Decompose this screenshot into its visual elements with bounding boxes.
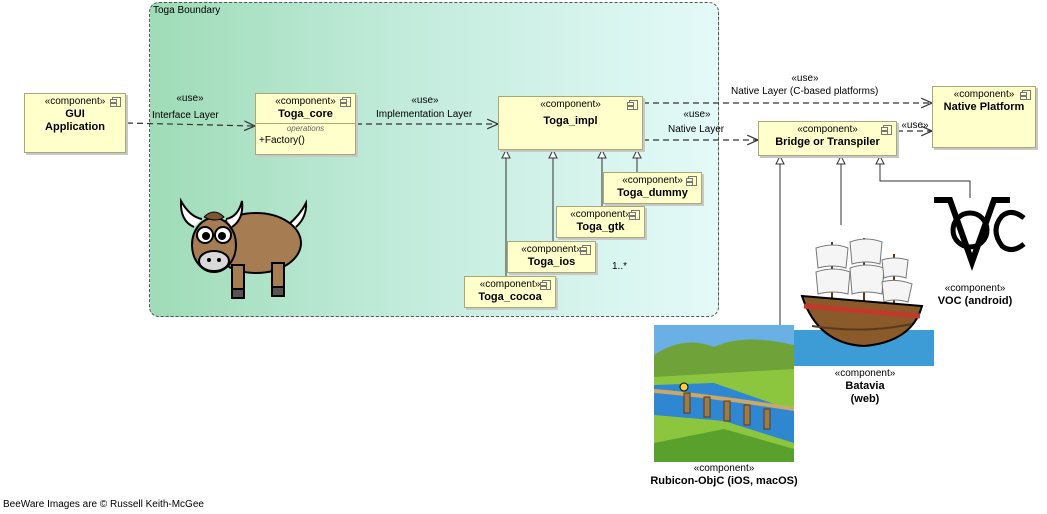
component-voc[interactable]: «component» VOC (android) [920,283,1030,308]
component-name: Toga_ios [527,256,576,268]
component-rubicon[interactable]: «component» Rubicon-ObjC (iOS, macOS) [640,463,808,488]
component-gui-application[interactable]: «component» GUI Application [24,93,126,153]
operation-item: +Factory() [259,135,305,146]
component-name: Bridge or Transpiler [775,136,880,148]
rubicon-bridge-icon [654,325,794,462]
stereotype-label: «component» [44,96,106,107]
stereotype-label: «component» [479,279,541,290]
interface-layer-dependency [126,123,255,126]
use-label: «use» [901,120,929,131]
stereotype-label: «component» [693,463,755,474]
component-name: Toga_dummy [617,187,688,199]
component-name: Toga_gtk [576,221,625,233]
generalization-arrowhead [775,154,785,165]
component-name: VOC (android) [937,295,1013,307]
component-icon [540,280,551,290]
generalization-arrowhead [632,148,642,159]
component-name: Toga_impl [543,115,598,127]
component-name: Toga_cocoa [478,291,542,303]
component-name: Toga_core [278,108,333,120]
stereotype-label: «component» [834,368,896,379]
generalization-arrowhead [501,148,511,159]
component-icon [629,210,640,220]
implementation-layer-label: Implementation Layer [376,109,473,120]
stereotype-label: «component» [797,124,858,135]
stereotype-label: «component» [275,96,336,107]
component-icon [1020,90,1031,100]
component-name: Application [45,121,105,133]
component-icon [627,100,638,110]
component-name: (web) [850,393,880,405]
multiplicity-label: 1..* [612,261,628,272]
component-name: Batavia [845,380,885,392]
component-icon [340,97,351,107]
use-label: «use» [411,95,439,106]
component-icon [686,176,697,186]
component-toga-ios[interactable]: «component» Toga_ios [507,241,596,273]
component-icon [110,97,121,107]
component-toga-dummy[interactable]: «component» Toga_dummy [603,172,702,204]
component-bridge-or-transpiler[interactable]: «component» Bridge or Transpiler [758,121,897,156]
yak-mascot-icon [179,197,308,299]
component-icon [881,125,892,135]
component-toga-cocoa[interactable]: «component» Toga_cocoa [464,276,556,308]
use-label: «use» [176,93,204,104]
stereotype-label: «component» [540,99,601,110]
voc-logo-icon [934,197,1026,271]
stereotype-label: «component» [944,283,1006,294]
native-layer-c-label: Native Layer (C-based platforms) [731,86,879,97]
component-batavia[interactable]: «component» Batavia (web) [820,368,910,406]
generalization-arrowhead [597,148,607,159]
batavia-ship-icon [794,238,934,366]
use-label: «use» [791,73,819,84]
native-layer-label: Native Layer [668,124,725,135]
boundary-title: Toga Boundary [153,5,221,16]
stereotype-label: «component» [953,89,1015,100]
component-name: GUI [65,108,85,120]
component-native-platform[interactable]: «component» Native Platform [932,86,1036,148]
operations-label: operations [286,124,325,133]
component-name: Rubicon-ObjC (iOS, macOS) [650,475,798,487]
interface-layer-label: Interface Layer [152,110,219,121]
component-toga-core[interactable]: «component» Toga_core operations +Factor… [255,93,356,155]
component-icon [580,245,591,255]
component-toga-gtk[interactable]: «component» Toga_gtk [556,206,645,238]
generalization-arrowhead [548,148,558,159]
stereotype-label: «component» [521,244,582,255]
stereotype-label: «component» [570,209,631,220]
component-toga-impl[interactable]: «component» Toga_impl [498,96,643,150]
generalization-arrowhead [836,154,846,165]
stereotype-label: «component» [622,175,683,186]
generalization-arrowhead [875,154,885,165]
component-name: Native Platform [943,101,1025,113]
image-credit: BeeWare Images are © Russell Keith-McGee [3,499,204,510]
use-label: «use» [683,109,711,120]
operations-compartment: operations +Factory() [256,123,355,147]
